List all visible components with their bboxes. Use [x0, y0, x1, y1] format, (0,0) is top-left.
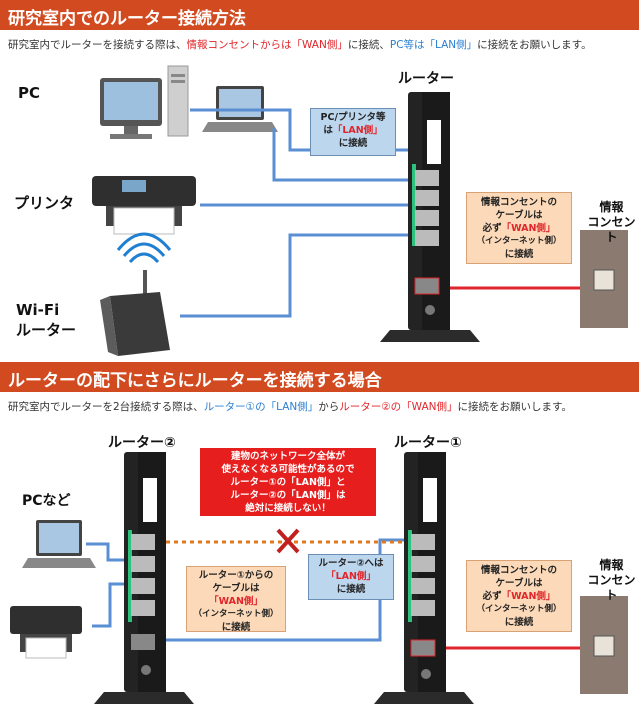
router2-device	[94, 452, 194, 704]
wifi-router-icon	[100, 232, 172, 356]
wan-callout-2: 情報コンセントの ケーブルは 必ず「WAN側」 （インターネット側） に接続	[466, 560, 572, 632]
router2-wan-callout: ルーター①からの ケーブルは 「WAN側」 （インターネット側） に接続	[186, 566, 286, 633]
outlet-label-2: 情報コンセント	[587, 558, 636, 602]
lan-callout: PC/プリンタ等 は「LAN側」 に接続	[310, 108, 396, 156]
section2-description: 研究室内でルーターを2台接続する際は、ルーター①の「LAN側」からルーター②の「…	[8, 401, 572, 413]
pc-etc-label: PCなど	[22, 493, 71, 509]
printer-icon	[92, 176, 196, 235]
network-outlet-icon	[580, 230, 628, 328]
outlet-label: 情報コンセント	[587, 200, 636, 244]
router-device	[380, 92, 480, 342]
pc-label: PC	[18, 84, 41, 102]
wan-callout: 情報コンセントの ケーブルは 必ず「WAN側」 （インターネット側） に接続	[466, 192, 572, 264]
router2-label: ルーター②	[108, 435, 176, 451]
laptop-icon-2	[22, 520, 96, 568]
router1-lan-callout: ルーター②へは 「LAN側」 に接続	[308, 554, 394, 600]
warning-box: 建物のネットワーク全体が 使えなくなる可能性があるので ルーター①の「LAN側」…	[200, 448, 376, 516]
section1-title: 研究室内でのルーター接続方法	[0, 0, 639, 30]
desktop-pc-icon	[100, 65, 189, 139]
network-outlet-icon-2	[580, 596, 628, 694]
router-label: ルーター	[398, 71, 454, 87]
router1-label: ルーター①	[394, 435, 462, 451]
section2-title: ルーターの配下にさらにルーターを接続する場合	[0, 362, 639, 392]
router1-device	[374, 452, 474, 704]
printer-icon-2	[10, 606, 82, 659]
printer-label: プリンタ	[14, 194, 75, 212]
section1-description: 研究室内でルーターを接続する際は、情報コンセントからは「WAN側」に接続、PC等…	[8, 39, 592, 51]
cross-mark-icon	[276, 528, 300, 554]
